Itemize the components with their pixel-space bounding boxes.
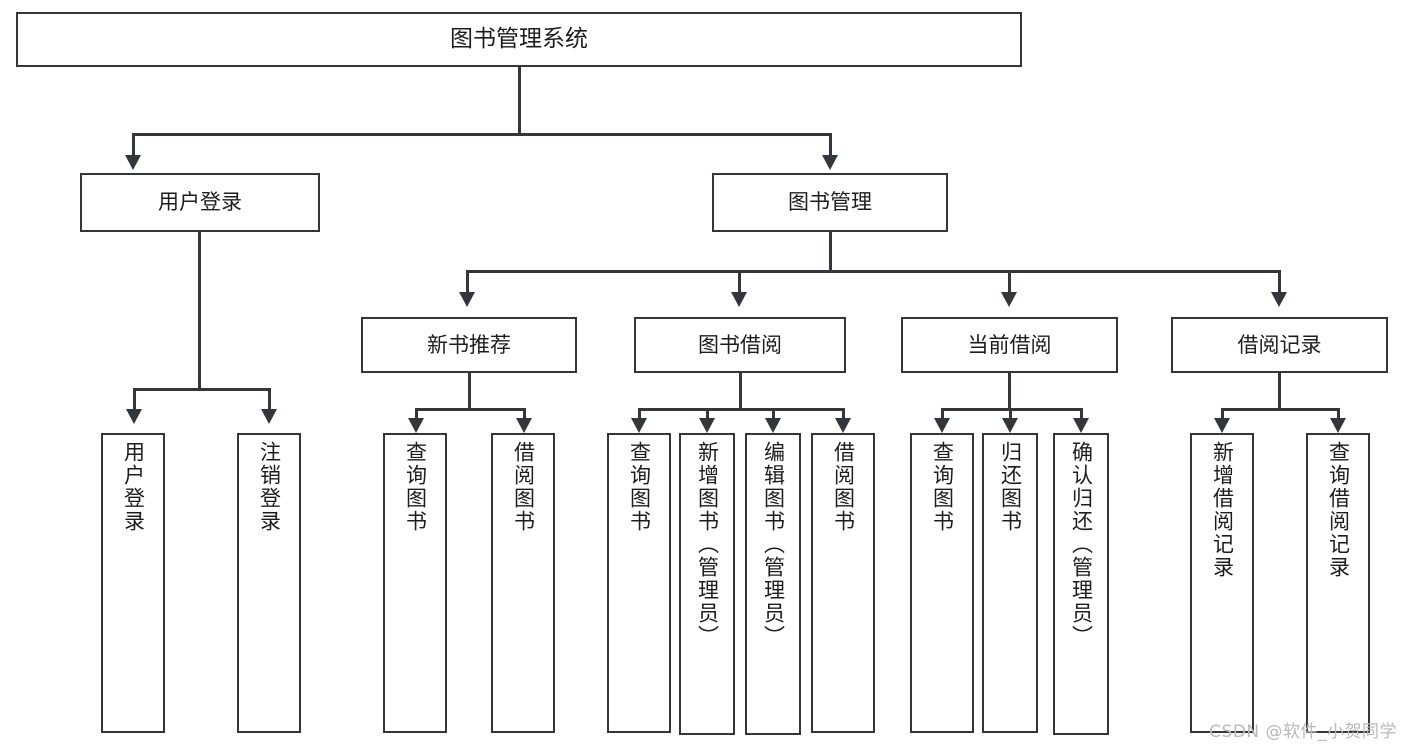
connector-book-mgmt-bar xyxy=(466,270,1281,273)
connector-book-mgmt-stem xyxy=(829,232,832,270)
arrowhead-book-mgmt-to-borrow-record xyxy=(1271,292,1287,307)
leaf-query-borrow-record[interactable]: 查询借阅记录 xyxy=(1306,433,1370,733)
connector-new-book-to-leaf-2 xyxy=(523,408,526,420)
connector-book-borrow-to-leaf-1 xyxy=(638,408,641,420)
leaf-label: 查询图书 xyxy=(403,441,428,533)
connector-root-bar xyxy=(132,133,832,136)
connector-book-borrow-to-leaf-3 xyxy=(772,408,775,420)
arrowhead-borrow-record-to-leaf-2 xyxy=(1330,418,1346,433)
connector-book-borrow-to-leaf-4 xyxy=(842,408,845,420)
connector-user-login-to-leaf-2 xyxy=(268,388,271,411)
node-label: 图书管理系统 xyxy=(450,26,588,53)
connector-root-stem xyxy=(518,67,521,133)
leaf-confirm-return-admin[interactable]: 确认归还（管理员） xyxy=(1053,433,1109,735)
connector-borrow-record-to-leaf-1 xyxy=(1221,408,1224,420)
arrowhead-book-borrow-to-leaf-2 xyxy=(699,418,715,433)
leaf-logout[interactable]: 注销登录 xyxy=(237,433,301,733)
arrowhead-current-borrow-to-leaf-1 xyxy=(934,418,950,433)
connector-new-book-bar xyxy=(415,408,525,411)
arrowhead-book-mgmt-to-book-borrow xyxy=(731,292,747,307)
connector-book-borrow-stem xyxy=(739,373,742,408)
arrowhead-root-to-user-login xyxy=(125,155,141,170)
connector-borrow-record-stem xyxy=(1278,373,1281,408)
connector-book-borrow-bar xyxy=(638,408,844,411)
leaf-label: 用户登录 xyxy=(121,441,146,533)
node-label: 当前借阅 xyxy=(967,332,1052,357)
leaf-label: 新增图书（管理员） xyxy=(695,441,720,648)
node-book-borrow[interactable]: 图书借阅 xyxy=(634,317,846,373)
watermark-text: CSDN @软件_小贺同学 xyxy=(1209,722,1397,742)
arrowhead-book-mgmt-to-new-book xyxy=(459,292,475,307)
arrowhead-new-book-to-leaf-1 xyxy=(408,418,424,433)
node-user-login[interactable]: 用户登录 xyxy=(80,173,320,232)
leaf-add-book-admin[interactable]: 新增图书（管理员） xyxy=(679,433,735,735)
node-label: 图书借阅 xyxy=(698,332,782,357)
arrowhead-book-borrow-to-leaf-1 xyxy=(631,418,647,433)
leaf-label: 借阅图书 xyxy=(831,441,856,533)
arrowhead-new-book-to-leaf-2 xyxy=(516,418,532,433)
arrowhead-book-borrow-to-leaf-4 xyxy=(835,418,851,433)
connector-user-login-bar xyxy=(133,388,270,391)
arrowhead-book-borrow-to-leaf-3 xyxy=(765,418,781,433)
leaf-query-book-current[interactable]: 查询图书 xyxy=(910,433,974,733)
leaf-borrow-book[interactable]: 借阅图书 xyxy=(811,433,875,733)
leaf-label: 借阅图书 xyxy=(511,441,536,533)
connector-current-borrow-to-leaf-2 xyxy=(1009,408,1012,420)
leaf-label: 确认归还（管理员） xyxy=(1069,441,1094,648)
connector-user-login-to-leaf-1 xyxy=(133,388,136,411)
connector-book-mgmt-to-borrow-record xyxy=(1278,270,1281,294)
connector-new-book-stem xyxy=(468,373,471,408)
connector-root-to-book-mgmt xyxy=(829,133,832,157)
connector-current-borrow-bar xyxy=(941,408,1082,411)
connector-current-borrow-stem xyxy=(1008,373,1011,408)
connector-book-mgmt-to-new-book xyxy=(466,270,469,294)
connector-current-borrow-to-leaf-1 xyxy=(941,408,944,420)
leaf-label: 归还图书 xyxy=(998,441,1023,533)
node-book-management[interactable]: 图书管理 xyxy=(712,173,948,232)
connector-user-login-stem xyxy=(198,232,201,388)
leaf-query-book-recommend[interactable]: 查询图书 xyxy=(383,433,447,733)
leaf-borrow-book-recommend[interactable]: 借阅图书 xyxy=(491,433,555,733)
node-label: 用户登录 xyxy=(158,190,242,215)
node-label: 图书管理 xyxy=(788,190,872,215)
arrowhead-current-borrow-to-leaf-2 xyxy=(1002,418,1018,433)
arrowhead-current-borrow-to-leaf-3 xyxy=(1073,418,1089,433)
connector-book-borrow-to-leaf-2 xyxy=(706,408,709,420)
connector-current-borrow-to-leaf-3 xyxy=(1080,408,1083,420)
connector-book-mgmt-to-current-borrow xyxy=(1008,270,1011,294)
leaf-add-borrow-record[interactable]: 新增借阅记录 xyxy=(1190,433,1254,733)
connector-book-mgmt-to-book-borrow xyxy=(738,270,741,294)
node-label: 新书推荐 xyxy=(427,332,511,357)
leaf-label: 查询图书 xyxy=(930,441,955,533)
arrowhead-book-mgmt-to-current-borrow xyxy=(1001,292,1017,307)
node-new-book-recommend[interactable]: 新书推荐 xyxy=(361,317,577,373)
leaf-query-book-borrow[interactable]: 查询图书 xyxy=(607,433,671,733)
node-current-borrow[interactable]: 当前借阅 xyxy=(901,317,1118,373)
node-borrow-record[interactable]: 借阅记录 xyxy=(1171,317,1388,373)
connector-borrow-record-to-leaf-2 xyxy=(1337,408,1340,420)
leaf-label: 查询图书 xyxy=(627,441,652,533)
arrowhead-borrow-record-to-leaf-1 xyxy=(1214,418,1230,433)
leaf-label: 查询借阅记录 xyxy=(1326,441,1351,579)
connector-root-to-user-login xyxy=(132,133,135,157)
leaf-return-book[interactable]: 归还图书 xyxy=(982,433,1038,733)
node-root-system[interactable]: 图书管理系统 xyxy=(16,12,1022,67)
leaf-edit-book-admin[interactable]: 编辑图书（管理员） xyxy=(745,433,801,735)
leaf-label: 新增借阅记录 xyxy=(1210,441,1235,579)
arrowhead-root-to-book-mgmt xyxy=(822,155,838,170)
arrowhead-user-login-to-leaf-1 xyxy=(126,409,142,424)
arrowhead-user-login-to-leaf-2 xyxy=(261,409,277,424)
leaf-label: 注销登录 xyxy=(257,441,282,533)
connector-borrow-record-bar xyxy=(1221,408,1339,411)
node-label: 借阅记录 xyxy=(1237,332,1322,357)
connector-new-book-to-leaf-1 xyxy=(415,408,418,420)
leaf-user-login[interactable]: 用户登录 xyxy=(101,433,165,733)
leaf-label: 编辑图书（管理员） xyxy=(761,441,786,648)
